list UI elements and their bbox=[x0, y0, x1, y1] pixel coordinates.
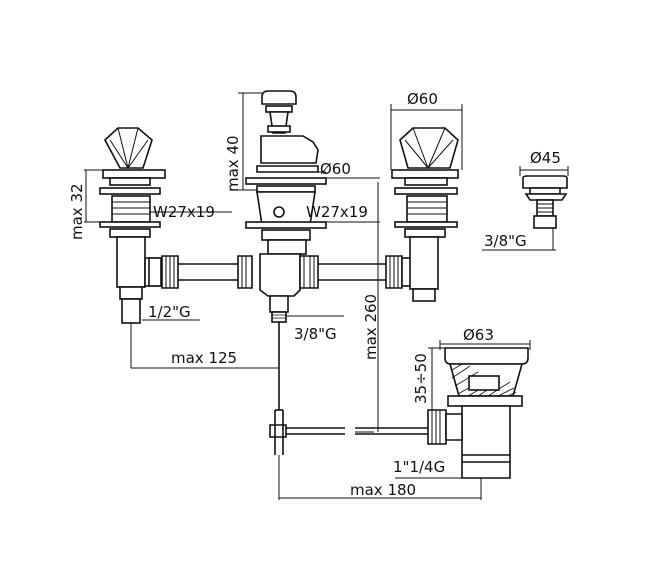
dia60-right-label: Ø60 bbox=[407, 90, 438, 108]
max-180-label: max 180 bbox=[350, 481, 416, 499]
right-valve bbox=[391, 127, 459, 302]
dimension-lines bbox=[84, 92, 569, 500]
three-eighth-g-right-label: 3/8"G bbox=[484, 232, 527, 250]
max-32-label: max 32 bbox=[68, 183, 86, 240]
range-35-50-label: 35÷50 bbox=[412, 353, 430, 404]
dia45-label: Ø45 bbox=[530, 149, 561, 167]
center-spout bbox=[245, 90, 345, 455]
dia63-label: Ø63 bbox=[463, 326, 494, 344]
left-valve bbox=[99, 127, 166, 324]
pop-up-drain bbox=[355, 347, 529, 479]
w27x19-left-label: W27x19 bbox=[153, 203, 215, 221]
max-260-label: max 260 bbox=[362, 294, 380, 360]
half-inch-g-label: 1/2"G bbox=[148, 303, 191, 321]
small-cap bbox=[522, 175, 568, 229]
one-quarter-g-label: 1"1/4G bbox=[393, 458, 445, 476]
max-40-label: max 40 bbox=[224, 135, 242, 192]
max-125-label: max 125 bbox=[171, 349, 237, 367]
three-eighth-g-center-label: 3/8"G bbox=[294, 325, 337, 343]
dia60-center-label: Ø60 bbox=[320, 160, 351, 178]
w27x19-center-label: W27x19 bbox=[306, 203, 368, 221]
